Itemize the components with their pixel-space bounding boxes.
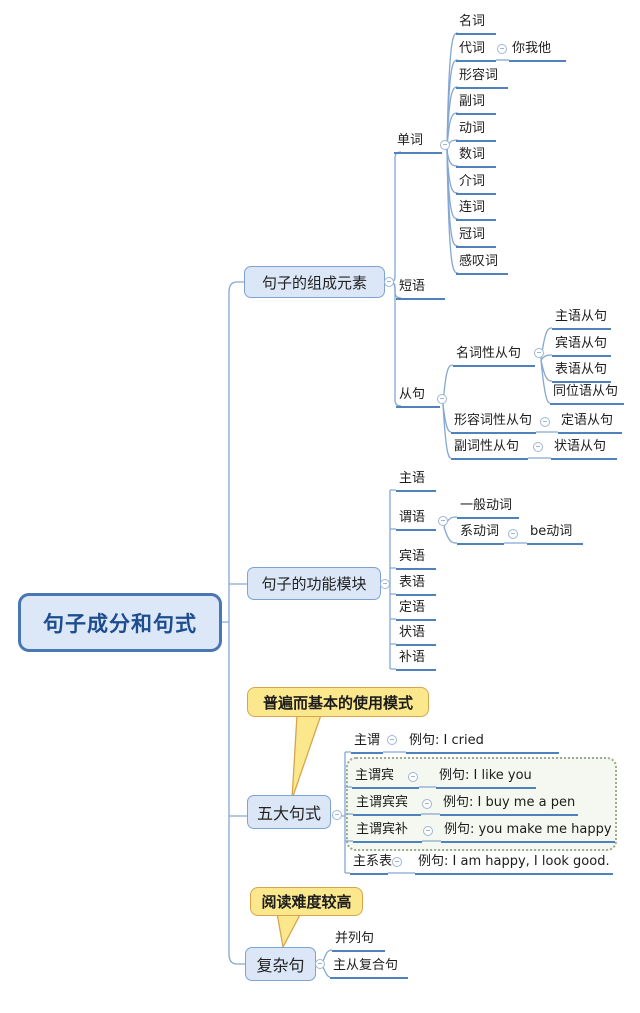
branch-topic-label: 五大句式 — [256, 804, 321, 823]
node-adverb[interactable]: 副词 — [456, 94, 496, 115]
root-topic-label: 句子成分和句式 — [43, 611, 197, 636]
node-adverbial-clause-type[interactable]: 副词性从句 — [451, 439, 528, 460]
node-article[interactable]: 冠词 — [456, 227, 496, 248]
svo-patterns-group-boundary — [346, 757, 617, 851]
branch-topic-composition-elements[interactable]: 句子的组成元素 — [244, 266, 385, 298]
collapse-icon[interactable] — [315, 959, 325, 969]
node-interjection[interactable]: 感叹词 — [456, 254, 508, 275]
collapse-icon[interactable] — [384, 277, 394, 287]
collapse-icon[interactable] — [380, 579, 390, 589]
collapse-icon[interactable] — [540, 417, 550, 427]
branch-topic-five-patterns[interactable]: 五大句式 — [247, 795, 331, 829]
node-conjunction[interactable]: 连词 — [456, 200, 496, 221]
node-svo[interactable]: 主谓宾 — [352, 768, 419, 789]
node-adverbial[interactable]: 状语 — [396, 625, 436, 646]
node-predicative[interactable]: 表语 — [396, 575, 436, 596]
node-predicate[interactable]: 谓语 — [396, 510, 436, 531]
node-pronoun[interactable]: 代词 — [456, 41, 496, 62]
branch-topic-function-modules[interactable]: 句子的功能模块 — [247, 567, 381, 600]
collapse-icon[interactable] — [332, 810, 342, 820]
node-compound-sentence[interactable]: 并列句 — [332, 931, 385, 952]
callout-label: 阅读难度较高 — [261, 893, 352, 911]
node-clause[interactable]: 从句 — [396, 387, 440, 408]
callout-tail — [276, 912, 303, 949]
collapse-icon[interactable] — [437, 394, 447, 404]
node-subject[interactable]: 主语 — [396, 471, 436, 492]
callout-basic-usage-note[interactable]: 普遍而基本的使用模式 — [247, 687, 429, 717]
collapse-icon[interactable] — [423, 826, 433, 836]
node-adjective[interactable]: 形容词 — [456, 68, 508, 89]
node-phrase[interactable]: 短语 — [396, 279, 445, 300]
collapse-icon[interactable] — [533, 442, 543, 452]
node-attributive[interactable]: 定语 — [396, 600, 436, 621]
node-object-clause[interactable]: 宾语从句 — [552, 336, 611, 357]
collapse-icon[interactable] — [534, 348, 544, 358]
node-sv[interactable]: 主谓 — [351, 733, 383, 754]
node-be-verb[interactable]: be动词 — [527, 524, 583, 545]
node-complex-compound-sentence[interactable]: 主从复合句 — [330, 958, 408, 979]
node-attributive-clause[interactable]: 定语从句 — [558, 413, 622, 434]
node-svoo-example[interactable]: 例句: I buy me a pen — [440, 795, 578, 816]
node-linking-verb[interactable]: 系动词 — [457, 524, 504, 545]
node-verb[interactable]: 动词 — [456, 121, 496, 142]
node-preposition[interactable]: 介词 — [456, 174, 496, 195]
node-svo-example[interactable]: 例句: I like you — [436, 768, 536, 789]
branch-topic-label: 句子的功能模块 — [261, 575, 367, 593]
node-numeral[interactable]: 数词 — [456, 147, 496, 168]
node-noun[interactable]: 名词 — [456, 14, 496, 35]
node-svp-example[interactable]: 例句: I am happy, I look good. — [415, 854, 613, 875]
node-svoo[interactable]: 主谓宾宾 — [353, 795, 421, 816]
collapse-icon[interactable] — [508, 529, 518, 539]
branch-topic-label: 句子的组成元素 — [261, 273, 367, 292]
node-adverbial-clause[interactable]: 状语从句 — [551, 439, 617, 460]
node-svoc[interactable]: 主谓宾补 — [353, 822, 422, 843]
node-words[interactable]: 单词 — [394, 133, 442, 154]
node-adjective-clause[interactable]: 形容词性从句 — [451, 413, 536, 434]
node-predicative-clause[interactable]: 表语从句 — [552, 362, 611, 383]
node-subject-clause[interactable]: 主语从句 — [552, 309, 611, 330]
node-noun-clause[interactable]: 名词性从句 — [453, 346, 535, 367]
branch-topic-label: 复杂句 — [256, 956, 305, 975]
collapse-icon[interactable] — [438, 516, 448, 526]
node-general-verb[interactable]: 一般动词 — [457, 498, 519, 519]
callout-tail — [291, 714, 322, 800]
collapse-icon[interactable] — [387, 735, 397, 745]
node-object[interactable]: 宾语 — [396, 549, 436, 570]
node-svoc-example[interactable]: 例句: you make me happy — [441, 822, 615, 843]
node-svp[interactable]: 主系表 — [350, 854, 392, 875]
callout-label: 普遍而基本的使用模式 — [262, 693, 413, 712]
root-topic[interactable]: 句子成分和句式 — [18, 593, 222, 652]
node-pronoun-example[interactable]: 你我他 — [509, 41, 566, 62]
node-sv-example[interactable]: 例句: I cried — [406, 733, 559, 754]
collapse-icon[interactable] — [392, 857, 402, 867]
collapse-icon[interactable] — [422, 799, 432, 809]
node-appositive-clause[interactable]: 同位语从句 — [550, 384, 624, 405]
callout-reading-difficulty-note[interactable]: 阅读难度较高 — [250, 887, 363, 916]
collapse-icon[interactable] — [408, 772, 418, 782]
branch-topic-complex-sentence[interactable]: 复杂句 — [245, 947, 316, 981]
collapse-icon[interactable] — [440, 140, 450, 150]
collapse-icon[interactable] — [497, 44, 507, 54]
node-complement[interactable]: 补语 — [396, 650, 436, 671]
